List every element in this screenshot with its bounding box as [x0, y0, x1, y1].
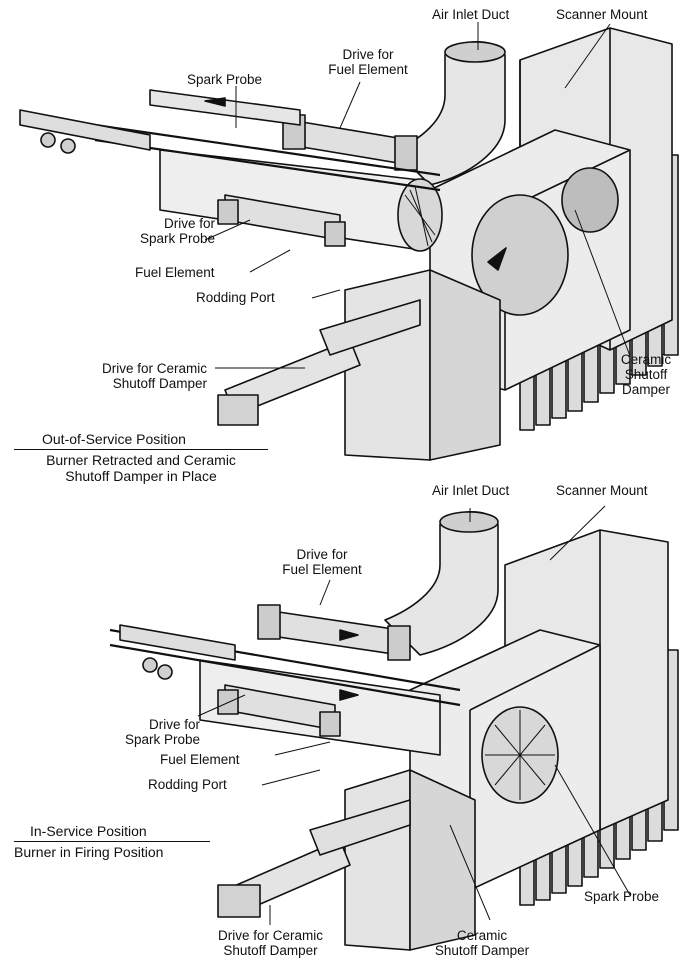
label-air-inlet-duct: Air Inlet Duct: [432, 7, 510, 22]
label-fuel-element: Fuel Element: [160, 752, 240, 767]
caption-description: Burner Retracted and Ceramic Shutoff Dam…: [46, 452, 236, 484]
label-drive-spark-probe: Drive for Spark Probe: [124, 717, 200, 747]
label-spark-probe: Spark Probe: [584, 889, 660, 904]
label-drive-ceramic-damper: Drive for Ceramic Shutoff Damper: [217, 928, 323, 958]
caption-description: Burner in Firing Position: [14, 844, 164, 860]
label-scanner-mount: Scanner Mount: [556, 483, 648, 498]
label-scanner-mount: Scanner Mount: [556, 7, 648, 22]
label-spark-probe: Spark Probe: [187, 72, 263, 87]
in-service-panel: Air Inlet Duct Scanner Mount Drive for F…: [0, 480, 689, 960]
leader-lines: [204, 22, 631, 369]
caption-title-in-service: In-Service Position: [30, 823, 147, 839]
burner-base: [344, 769, 411, 951]
label-ceramic-shutoff-damper: Ceramic Shutoff Damper: [434, 928, 530, 958]
caption-title-out-of-service: Out-of-Service Position: [42, 431, 186, 447]
caption-divider: [14, 449, 268, 450]
label-drive-spark-probe: Drive for Spark Probe: [139, 216, 215, 246]
fuel-element-drive: [264, 609, 401, 656]
out-of-service-panel: Air Inlet Duct Scanner Mount Drive for F…: [14, 7, 679, 484]
caption-divider: [14, 841, 210, 842]
label-drive-ceramic-damper: Drive for Ceramic Shutoff Damper: [101, 361, 207, 391]
leader-lines: [197, 505, 631, 925]
label-ceramic-shutoff-damper: Ceramic Shutoff Damper: [620, 352, 672, 397]
burner-assembly-illustration-retracted: [19, 22, 679, 461]
label-fuel-element: Fuel Element: [135, 265, 215, 280]
burner-assembly-illustration-firing: [109, 505, 679, 951]
fuel-element-drive: [289, 119, 411, 166]
label-drive-fuel-element: Drive for Fuel Element: [328, 47, 408, 77]
label-drive-fuel-element: Drive for Fuel Element: [282, 547, 362, 577]
label-air-inlet-duct: Air Inlet Duct: [432, 483, 510, 498]
label-rodding-port: Rodding Port: [196, 290, 275, 305]
label-rodding-port: Rodding Port: [148, 777, 227, 792]
